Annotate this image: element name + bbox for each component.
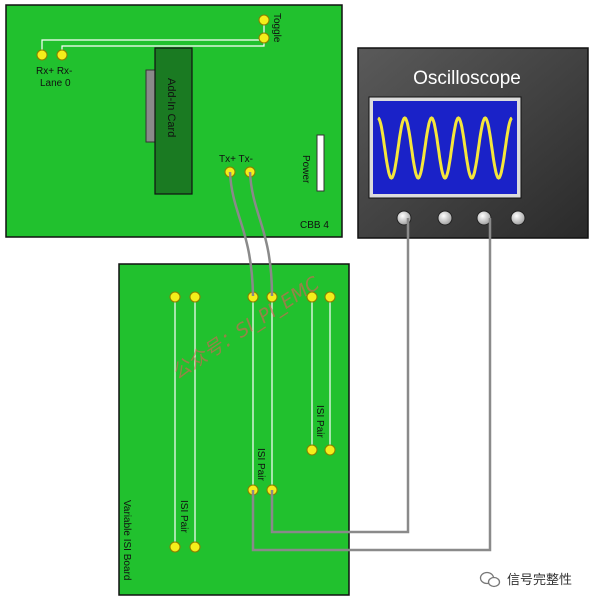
tx-plus-cable <box>228 171 255 297</box>
rx-plus-pin <box>36 49 48 61</box>
scope-knob-2[interactable] <box>437 210 453 226</box>
isi-pair-label-3: ISI Pair <box>314 405 325 438</box>
isi-pin <box>306 291 318 303</box>
isi-pair-label-2: ISI Pair <box>255 448 266 481</box>
tx-label: Tx+ Tx- <box>219 154 253 165</box>
oscilloscope-screen <box>373 101 517 194</box>
footer-brand: 信号完整性 <box>479 571 572 588</box>
oscilloscope-title: Oscilloscope <box>413 68 521 89</box>
rx-label: Rx+ Rx- <box>36 66 72 77</box>
waveform-trace <box>377 116 513 180</box>
cables <box>228 171 492 552</box>
isi-pin <box>169 541 181 553</box>
scope-cable-1 <box>251 218 492 552</box>
cbb-board: Toggle Rx+ Rx- Lane 0 Add-In Card Tx+ Tx… <box>5 4 343 238</box>
lane-label: Lane 0 <box>40 78 71 89</box>
toggle-pin-1 <box>258 14 270 26</box>
toggle-label: Toggle <box>271 13 282 43</box>
add-in-card <box>154 47 193 195</box>
isi-pin <box>169 291 181 303</box>
oscilloscope: Oscilloscope <box>357 47 589 239</box>
isi-pin <box>189 291 201 303</box>
toggle-trace-1 <box>41 20 265 55</box>
wechat-icon <box>479 571 501 588</box>
isi-board: ISI Pair ISI Pair ISI Pair Variable ISI … <box>118 263 350 596</box>
tx-minus-cable <box>248 171 274 297</box>
cbb-board-label: CBB 4 <box>300 220 329 231</box>
power-label: Power <box>300 155 311 184</box>
isi-pin <box>324 291 336 303</box>
power-connector <box>316 134 325 192</box>
toggle-pin-2 <box>258 32 270 44</box>
isi-pair-label-1: ISI Pair <box>178 500 189 533</box>
isi-pin <box>324 444 336 456</box>
scope-cable-2 <box>270 218 410 534</box>
isi-board-body <box>118 263 350 596</box>
isi-pin <box>306 444 318 456</box>
scope-knob-4[interactable] <box>510 210 526 226</box>
isi-pin <box>189 541 201 553</box>
add-in-card-label: Add-In Card <box>165 78 177 137</box>
isi-board-label: Variable ISI Board <box>121 500 132 580</box>
footer-brand-text: 信号完整性 <box>507 573 572 588</box>
rx-minus-pin <box>56 49 68 61</box>
